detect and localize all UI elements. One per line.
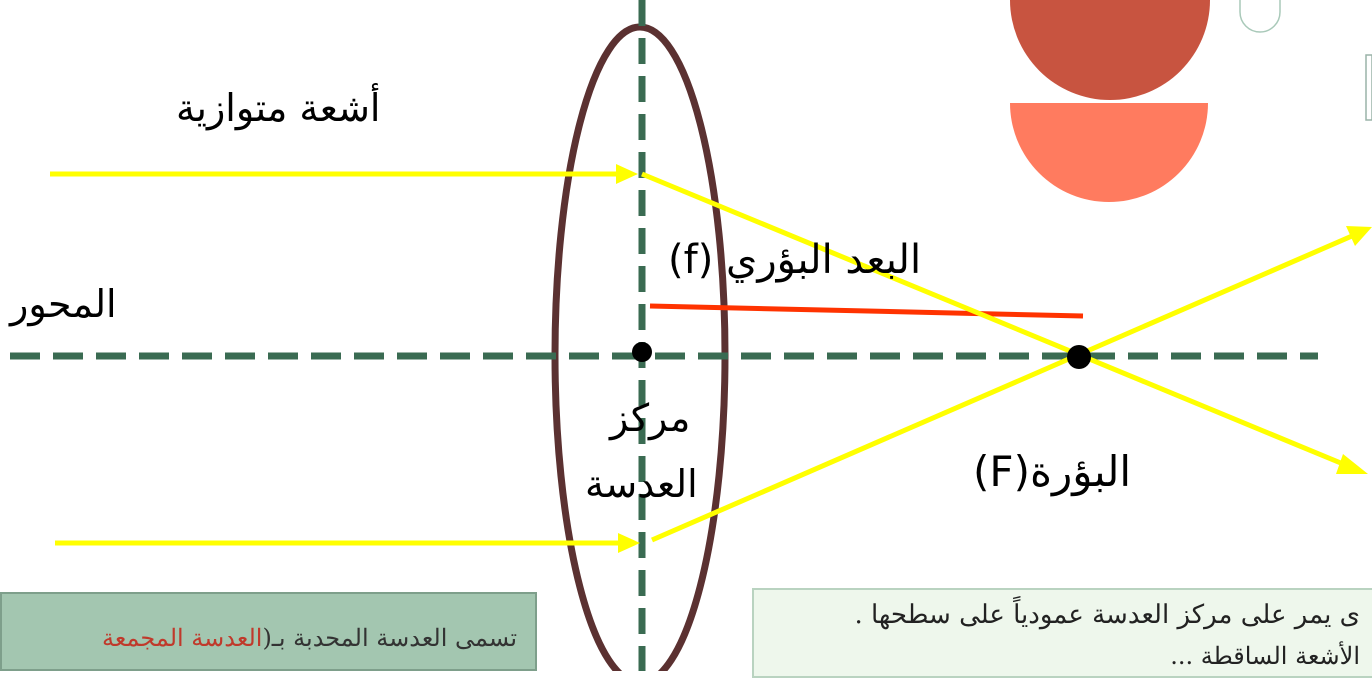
decor-outline-shape xyxy=(1239,0,1281,33)
lens-center-label-line2: العدسة xyxy=(585,462,698,506)
note-left-text: تسمى العدسة المحدبة بـ(العدسة المجمعة xyxy=(102,624,517,652)
note-left-prefix: تسمى العدسة المحدبة بـ( xyxy=(262,624,517,652)
refracted-ray-downward-arrowhead xyxy=(1336,454,1368,474)
focus-point xyxy=(1067,345,1091,369)
lens-center-point xyxy=(632,342,652,362)
focal-length-line xyxy=(649,303,1084,319)
note-right-line1: ى يمر على مركز العدسة عمودياً على سطحها … xyxy=(854,600,1360,630)
parallel-rays-label: أشعة متوازية xyxy=(176,86,381,130)
incoming-ray-bottom-arrowhead xyxy=(618,533,640,553)
focal-length-label: البعد البؤري (f) xyxy=(668,237,922,283)
incoming-ray-top-arrowhead xyxy=(616,164,638,184)
refracted-ray-upward-arrowhead xyxy=(1346,226,1372,246)
axis-label: المحور xyxy=(10,282,117,326)
decor-bottom-semicircle xyxy=(1010,103,1208,202)
lens-center-label: مركز xyxy=(610,396,691,440)
refracted-ray-upward xyxy=(651,233,1353,543)
focus-label: البؤرة(F) xyxy=(973,447,1132,496)
note-left-highlight: العدسة المجمعة xyxy=(102,624,263,652)
note-box-left: تسمى العدسة المحدبة بـ(العدسة المجمعة xyxy=(0,592,537,671)
decor-edge-frame xyxy=(1365,54,1372,121)
note-box-right: ى يمر على مركز العدسة عمودياً على سطحها … xyxy=(752,588,1372,678)
note-right-line2: الأشعة الساقطة ... xyxy=(1170,642,1360,670)
decor-top-semicircle xyxy=(1010,0,1210,100)
refracted-ray-downward xyxy=(641,171,1349,469)
